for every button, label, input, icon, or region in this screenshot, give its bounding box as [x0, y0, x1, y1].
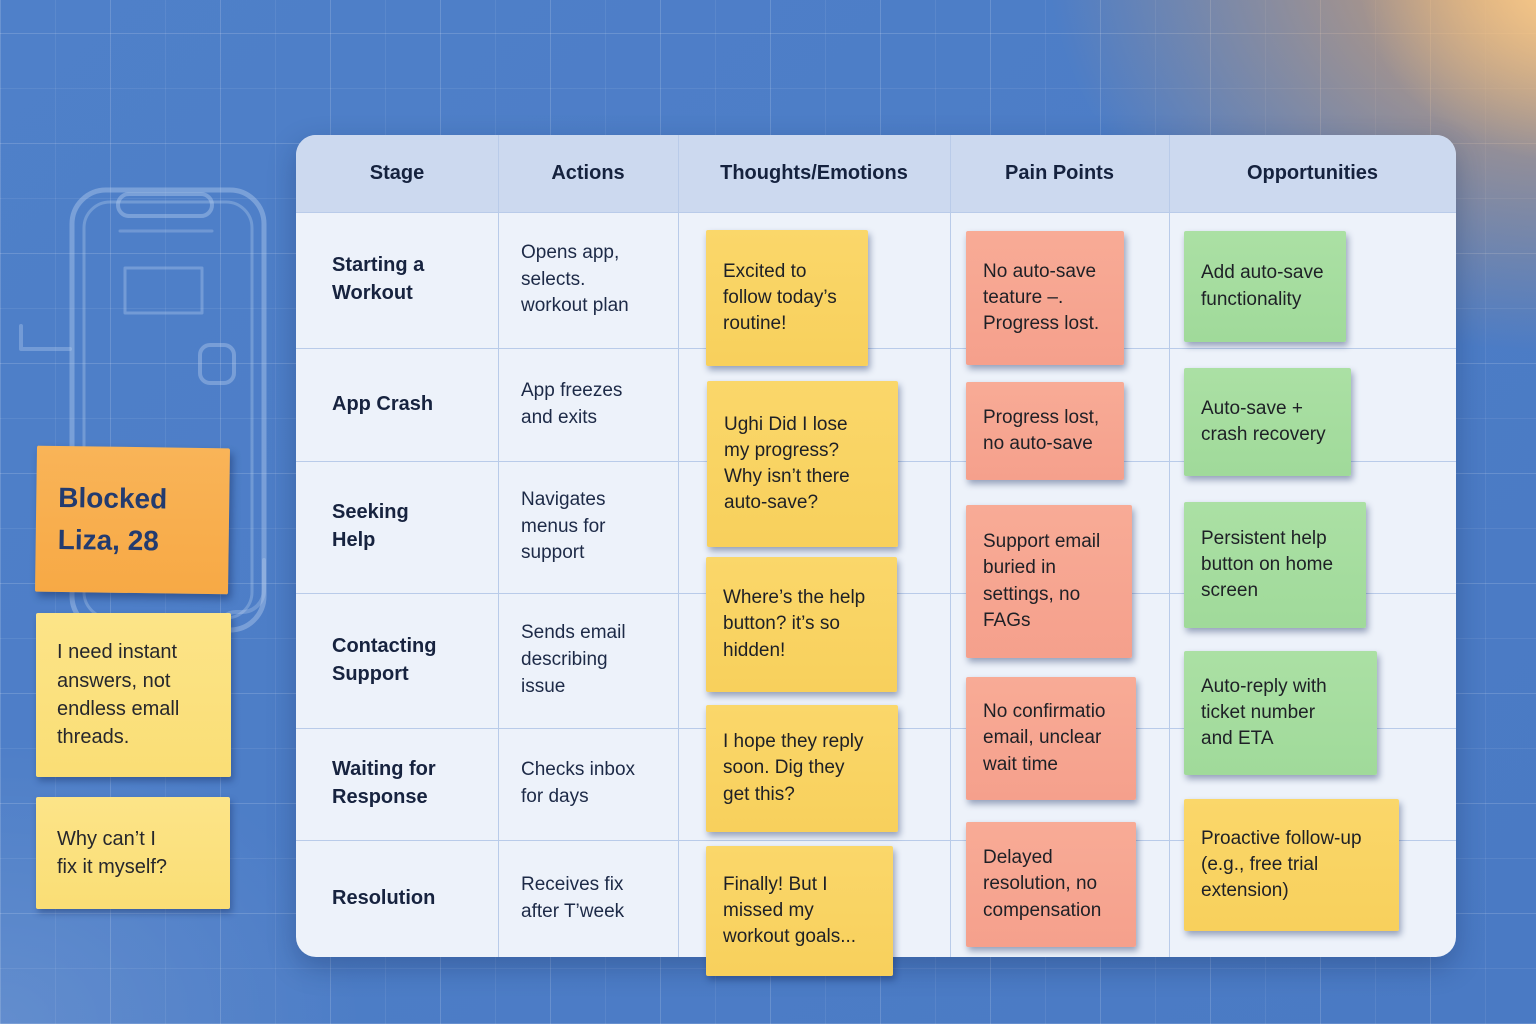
note-text: Progress lost, no auto-save — [983, 406, 1100, 454]
sticky-note-thought[interactable]: Where’s the help button? it’s so hidden! — [706, 557, 897, 692]
actions-cell: Checks inbox for days — [521, 759, 636, 807]
actions-cell: Opens app, selects. workout plan — [521, 241, 629, 317]
sticky-note-pain-point[interactable]: Progress lost, no auto-save — [966, 382, 1124, 480]
quote-note[interactable]: Why can’t I fix it myself? — [36, 797, 230, 909]
sticky-note-pain-point[interactable]: No auto-save teature –. Progress lost. — [966, 231, 1124, 365]
sticky-note-pain-point[interactable]: No confirmatio email, unclear wait time — [966, 677, 1136, 800]
sticky-note-opportunity[interactable]: Auto-reply with ticket number and ETA — [1184, 651, 1377, 775]
column-header-thoughts-emotions: Thoughts/Emotions — [720, 162, 908, 184]
note-text: Add auto-save functionality — [1201, 262, 1324, 310]
note-text: Excited to follow today’s routine! — [723, 260, 837, 335]
sticky-note-opportunity[interactable]: Auto-save + crash recovery — [1184, 368, 1351, 476]
note-text: Finally! But I missed my workout goals..… — [723, 873, 857, 948]
note-text: Where’s the help button? it’s so hidden! — [723, 587, 866, 661]
actions-cell: Navigates menus for support — [521, 488, 606, 564]
table-header-row: Stage Actions Thoughts/Emotions Pain Poi… — [296, 135, 1456, 213]
actions-cell: App freezes and exits — [521, 379, 623, 428]
stage-cell: Resolution — [332, 886, 436, 909]
note-text: No auto-save teature –. Progress lost. — [983, 260, 1100, 335]
column-divider — [950, 135, 951, 957]
stage-cell: Waiting for Response — [332, 758, 436, 808]
sticky-note-thought[interactable]: Finally! But I missed my workout goals..… — [706, 846, 893, 976]
row-divider — [296, 348, 1456, 349]
sticky-note-pain-point[interactable]: Delayed resolution, no compensation — [966, 822, 1136, 947]
journey-table-grid: Stage Actions Thoughts/Emotions Pain Poi… — [296, 135, 1456, 957]
sticky-note-thought[interactable]: Excited to follow today’s routine! — [706, 230, 868, 366]
note-text: Delayed resolution, no compensation — [983, 847, 1102, 921]
column-header-pain-points: Pain Points — [1005, 162, 1114, 184]
stage-cell: Starting a Workout — [332, 254, 425, 304]
sticky-note-opportunity[interactable]: Persistent help button on home screen — [1184, 502, 1366, 628]
persona-note[interactable]: Blocked Liza, 28 — [34, 445, 231, 595]
note-text: I hope they reply soon. Dig they get thi… — [723, 731, 864, 805]
sticky-note-opportunity[interactable]: Proactive follow-up (e.g., free trial ex… — [1184, 799, 1399, 931]
stage-actions-rows: Starting a Workout Opens app, selects. w… — [296, 212, 678, 957]
column-header-stage: Stage — [369, 162, 425, 184]
actions-cell: Receives fix after T’week — [521, 873, 625, 922]
note-text: Support email buried in settings, no FAG… — [983, 531, 1101, 631]
sticky-note-thought[interactable]: Ughi Did I lose my progress? Why isn’t t… — [707, 381, 898, 547]
quote-note-text: I need instant answers, not endless emal… — [57, 641, 180, 749]
quote-note-text: Why can’t I fix it myself? — [57, 827, 168, 878]
column-header-opportunities: Opportunities — [1246, 162, 1379, 184]
note-text: Auto-save + crash recovery — [1201, 397, 1326, 445]
column-divider — [678, 135, 679, 957]
stage-cell: Seeking Help — [332, 501, 409, 551]
quote-note[interactable]: I need instant answers, not endless emal… — [36, 613, 231, 777]
sticky-note-thought[interactable]: I hope they reply soon. Dig they get thi… — [706, 705, 898, 832]
note-text: Proactive follow-up (e.g., free trial ex… — [1201, 827, 1362, 902]
sticky-note-opportunity[interactable]: Add auto-save functionality — [1184, 231, 1346, 342]
note-text: Auto-reply with ticket number and ETA — [1201, 675, 1327, 750]
note-text: Persistent help button on home screen — [1201, 527, 1334, 602]
stage-cell: Contacting Support — [332, 634, 437, 685]
actions-cell: Sends email describing issue — [521, 622, 626, 697]
persona-note-text: Blocked Liza, 28 — [57, 481, 168, 557]
note-text: No confirmatio email, unclear wait time — [983, 701, 1106, 775]
phone-wireframe-illustration — [19, 187, 267, 672]
column-divider — [498, 135, 499, 957]
column-header-actions: Actions — [551, 162, 625, 184]
stage-cell: App Crash — [332, 392, 434, 415]
note-text: Ughi Did I lose my progress? Why isn’t t… — [724, 413, 850, 514]
column-divider — [1169, 135, 1170, 957]
sticky-note-pain-point[interactable]: Support email buried in settings, no FAG… — [966, 505, 1132, 658]
row-divider — [296, 840, 1456, 841]
